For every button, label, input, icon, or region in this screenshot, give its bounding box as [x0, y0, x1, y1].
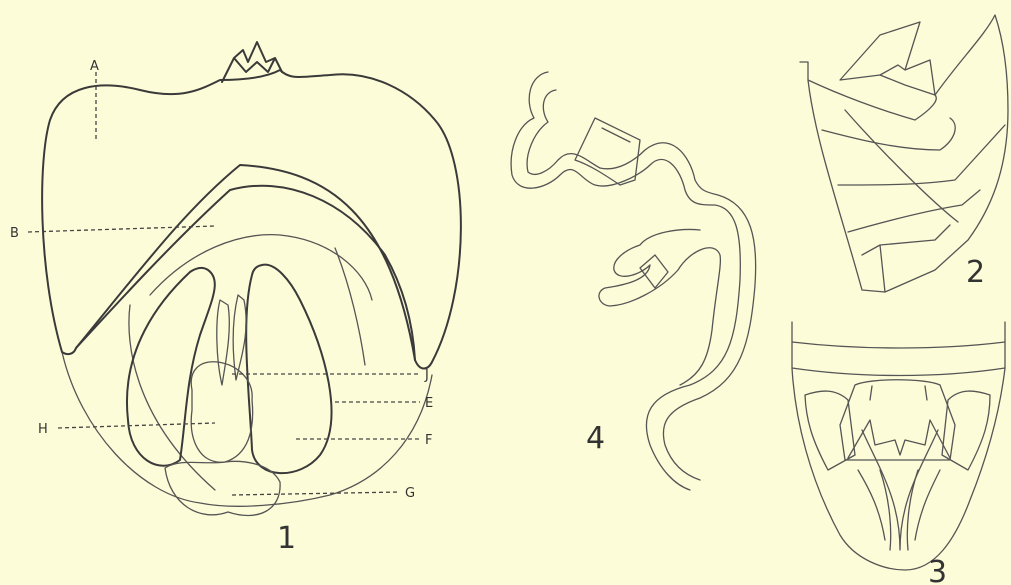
label-E: E — [425, 396, 433, 411]
label-H: H — [38, 422, 48, 437]
label-G: G — [405, 486, 415, 501]
fig1-process-J — [217, 295, 246, 385]
fig1-lobe-left — [127, 268, 215, 466]
fig1-plate-A — [42, 70, 461, 369]
fig4-upper-chamber — [575, 118, 640, 185]
figure-number-3: 3 — [928, 555, 947, 585]
figure-number-1: 1 — [277, 521, 296, 556]
label-A: A — [90, 59, 99, 74]
fig1-right-side-line — [335, 248, 365, 365]
figure-number-4: 4 — [586, 421, 605, 456]
fig2-segment-1 — [808, 80, 936, 120]
fig2-segment-4 — [848, 190, 980, 232]
label-J: J — [424, 368, 429, 383]
fig4-lower-loop — [599, 230, 720, 385]
leader-G — [232, 492, 400, 495]
fig4-tube-outer — [511, 72, 740, 490]
fig3-upper-band — [792, 342, 1005, 376]
fig2-apex — [840, 22, 935, 95]
fig2-segment-3 — [838, 125, 1005, 185]
fig3-side-plates — [805, 391, 990, 470]
fig2-diagonal — [845, 110, 958, 222]
fig1-lobe-right — [246, 265, 331, 473]
figure-number-2: 2 — [966, 255, 985, 290]
figure-2: 2 — [800, 15, 1008, 292]
label-F: F — [425, 433, 432, 448]
fig1-lobe-G — [165, 461, 280, 515]
figure-4: 4 — [511, 72, 756, 490]
fig1-central-mass-H — [191, 362, 252, 462]
fig4-tube-inner — [527, 90, 756, 480]
label-B: B — [10, 226, 19, 241]
fig1-plate-B-inner — [150, 235, 372, 300]
figure-3: 3 — [792, 322, 1005, 585]
fig2-segment-5 — [862, 225, 950, 292]
figure-1: A B J E H F G 1 — [10, 42, 461, 556]
fig1-apical-spines — [222, 42, 282, 82]
fig2-segment-2 — [822, 118, 955, 150]
fig3-inner-v — [862, 430, 938, 550]
fig2-outline — [800, 15, 1008, 292]
